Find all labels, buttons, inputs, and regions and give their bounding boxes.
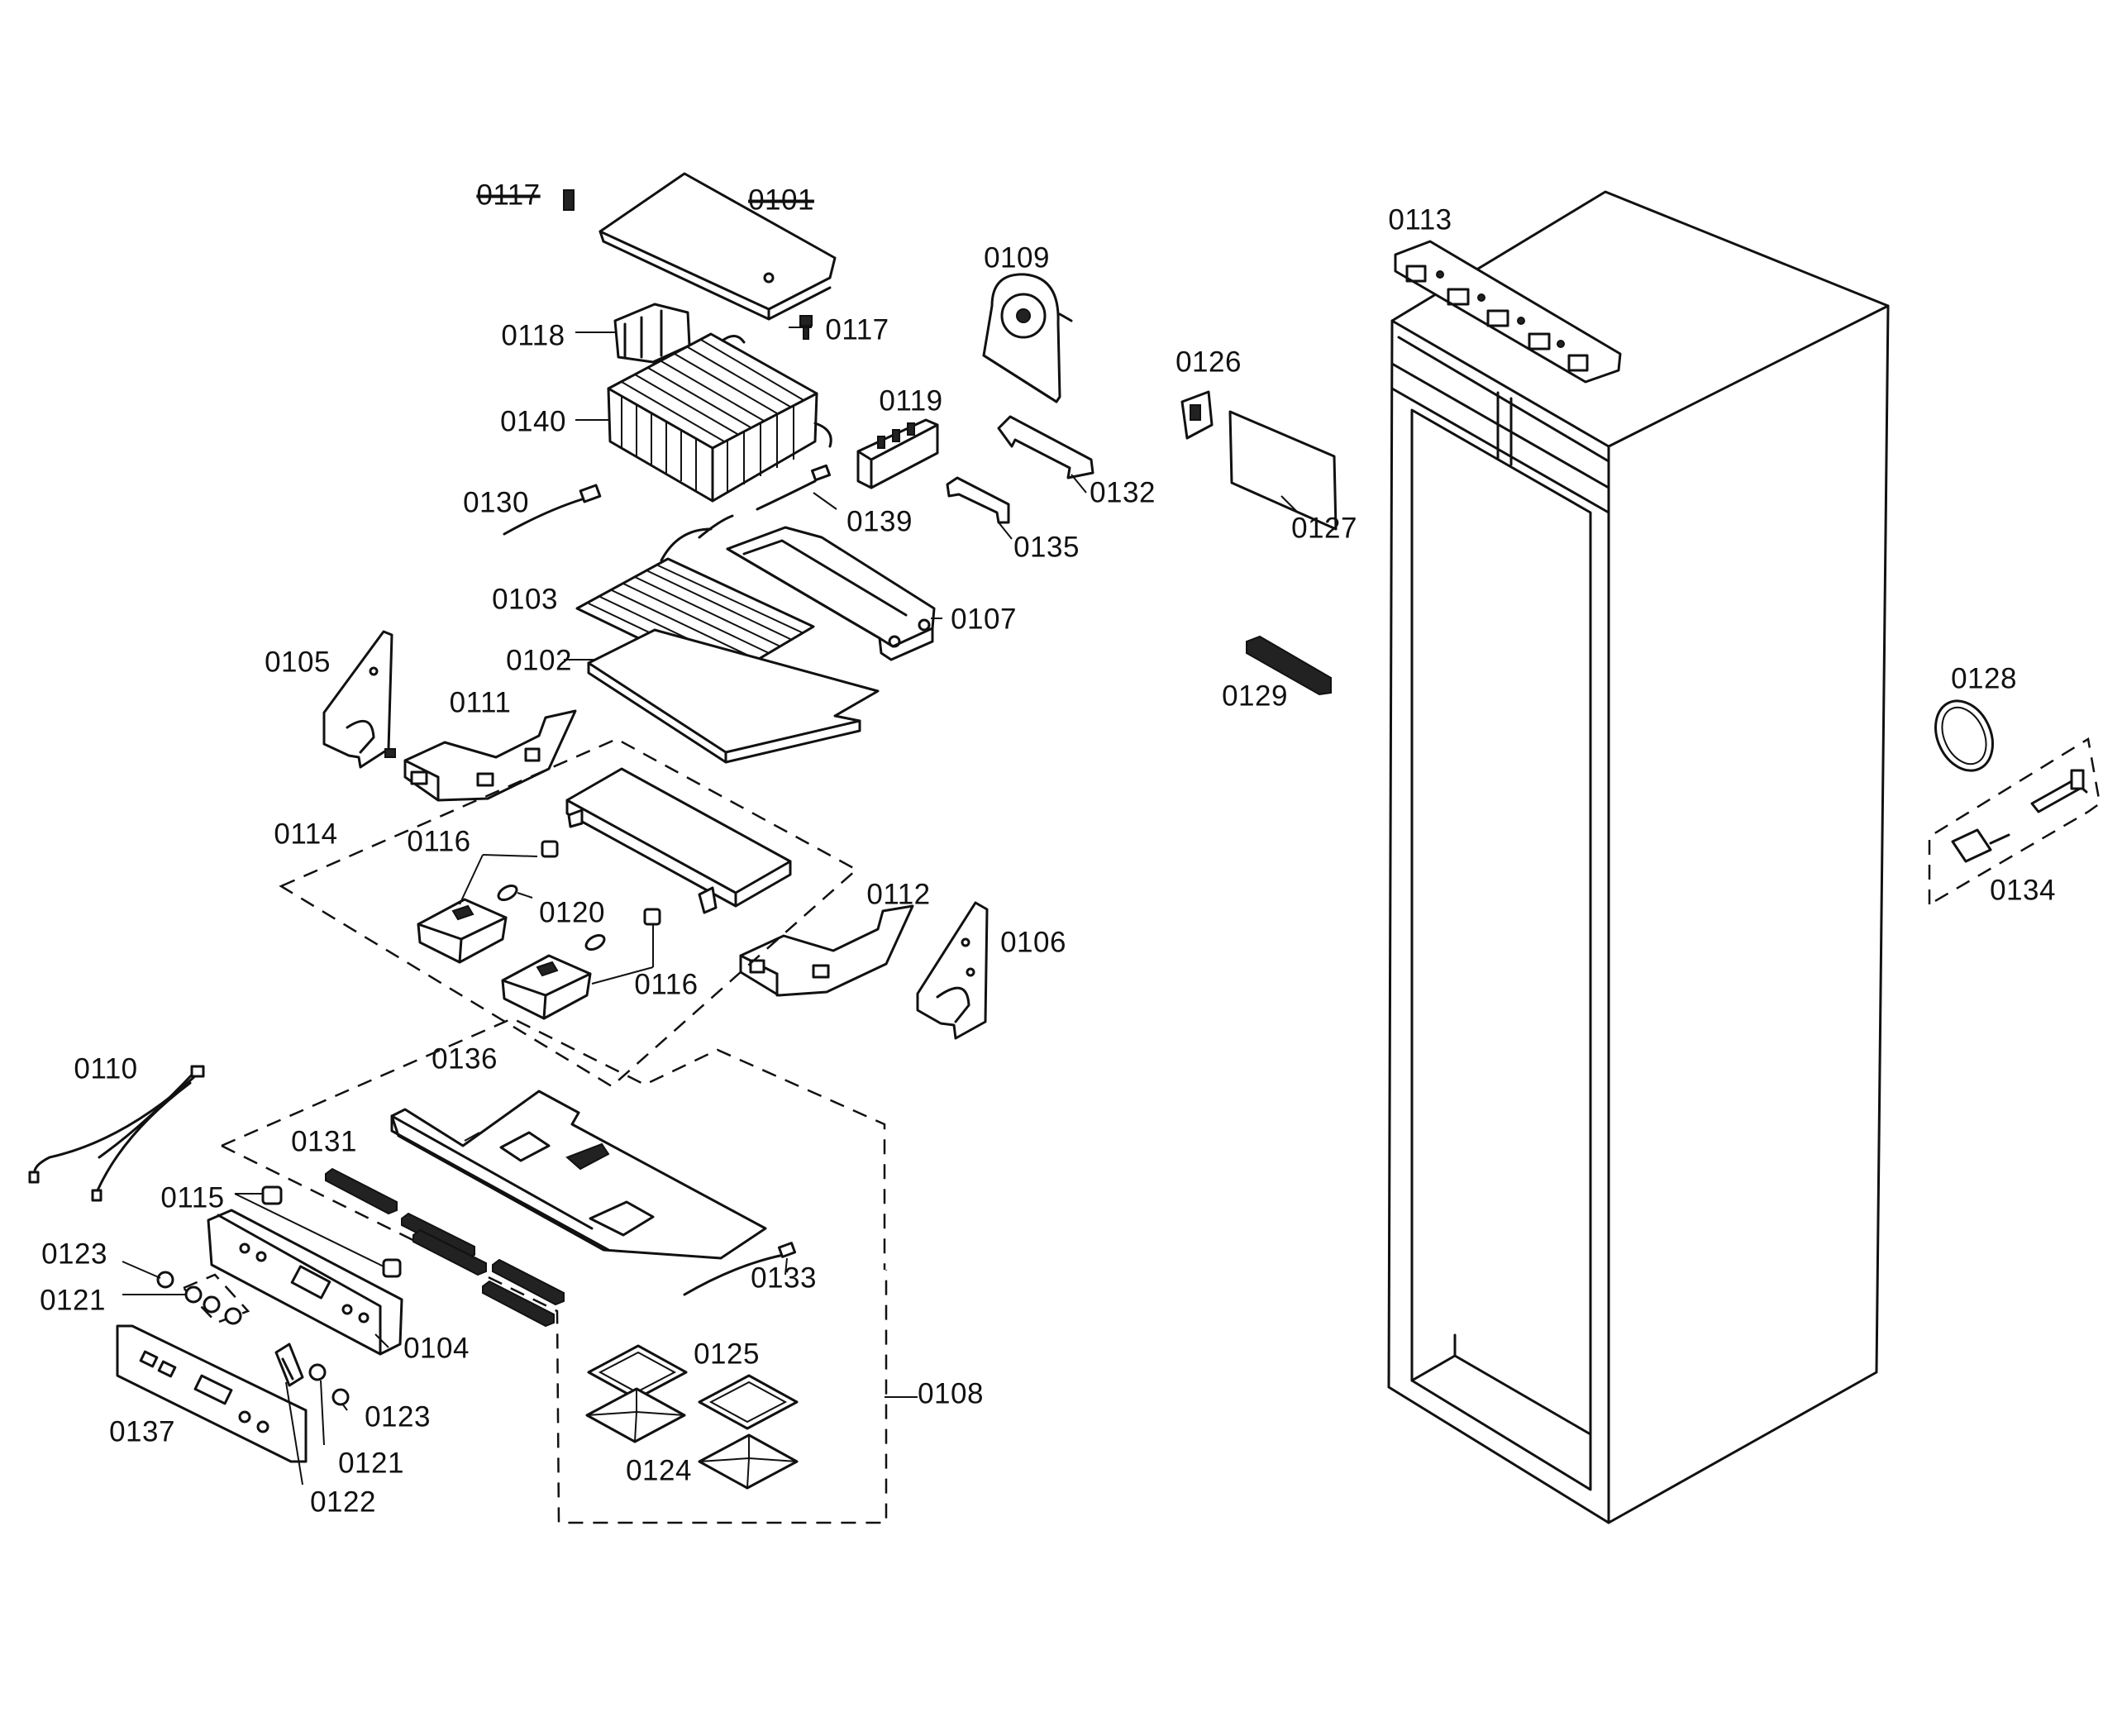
part-0117-screw-top <box>563 189 575 211</box>
part-0101-cover <box>598 172 837 321</box>
callout-0105: 0105 <box>265 646 331 679</box>
callout-0125: 0125 <box>694 1338 760 1371</box>
callout-0126: 0126 <box>1175 346 1242 379</box>
callout-0107: 0107 <box>951 603 1017 636</box>
part-0126-switch <box>1180 390 1214 440</box>
callout-0103: 0103 <box>492 583 558 616</box>
part-0125-filter <box>587 1344 799 1430</box>
part-0111-housing <box>403 709 577 802</box>
part-0132-handle <box>997 415 1094 479</box>
callout-0116-lower: 0116 <box>634 968 699 1001</box>
callout-0102: 0102 <box>506 644 572 677</box>
part-0136-tray <box>390 1090 767 1260</box>
part-0127-panel <box>1228 410 1338 531</box>
part-0108-outline <box>221 1017 886 1270</box>
callout-0131: 0131 <box>291 1125 357 1158</box>
callout-0136: 0136 <box>432 1042 498 1075</box>
callout-0110: 0110 <box>74 1052 138 1085</box>
callout-0106: 0106 <box>1000 926 1066 959</box>
part-0128-ring <box>1934 699 1994 772</box>
callout-0121-left: 0121 <box>40 1284 106 1317</box>
part-0114-bracket <box>565 767 792 914</box>
part-0118-bracket <box>613 303 691 364</box>
callout-0122: 0122 <box>310 1486 376 1519</box>
callout-0112: 0112 <box>866 878 931 911</box>
part-0112-housing <box>739 904 914 997</box>
part-0133-wire <box>683 1242 797 1296</box>
callout-0117-top: 0117 <box>476 179 541 212</box>
part-0131-strips <box>325 1167 565 1328</box>
part-0104-control-board <box>207 1209 403 1356</box>
part-0102-tray <box>587 628 880 764</box>
callout-0133: 0133 <box>751 1261 817 1295</box>
part-0124-filter <box>585 1387 799 1490</box>
callout-0132: 0132 <box>1090 476 1156 509</box>
callout-0117: 0117 <box>825 313 889 346</box>
part-0129-strip <box>1246 635 1332 696</box>
callout-0111: 0111 <box>449 686 512 719</box>
part-0113-bracket <box>1394 240 1622 384</box>
callout-0113: 0113 <box>1388 203 1452 236</box>
part-0137-fascia <box>116 1324 308 1463</box>
part-0115-knob <box>261 1185 402 1278</box>
part-0106-bracket <box>916 901 989 1040</box>
callout-0135: 0135 <box>1013 531 1080 564</box>
part-0107-duct <box>726 526 936 661</box>
part-0116-socket-lower <box>643 908 661 926</box>
callout-0104: 0104 <box>403 1332 470 1365</box>
callout-0130: 0130 <box>463 486 529 519</box>
part-0109-fan <box>982 273 1073 403</box>
callout-0140: 0140 <box>500 405 566 438</box>
callout-0114: 0114 <box>274 818 338 851</box>
callout-0124: 0124 <box>626 1454 692 1487</box>
part-0110-harness <box>28 1065 205 1202</box>
callout-0116-upper: 0116 <box>407 825 471 858</box>
refrigerator-cabinet <box>1387 190 1890 1524</box>
callout-0134: 0134 <box>1990 874 2056 907</box>
part-0117-screw <box>799 315 813 340</box>
part-0122-clip <box>274 1343 304 1387</box>
callout-0120: 0120 <box>539 896 605 929</box>
part-0139-sensor <box>756 464 832 511</box>
callout-0123-right: 0123 <box>365 1400 431 1433</box>
part-0134-light-assembly <box>1928 737 2101 907</box>
part-0123-button <box>156 1271 350 1406</box>
part-0114-outline <box>279 737 859 1088</box>
part-0116-socket <box>541 840 559 858</box>
part-0140-evaporator <box>607 332 832 503</box>
callout-0139: 0139 <box>846 505 913 538</box>
part-lamp-cover-lower <box>501 954 592 1020</box>
callout-0119: 0119 <box>879 384 943 417</box>
callout-0118: 0118 <box>501 319 565 352</box>
part-0119-block <box>856 418 939 489</box>
callout-0128: 0128 <box>1951 662 2017 695</box>
leader-lines <box>122 327 1299 1486</box>
callout-0115: 0115 <box>160 1181 225 1214</box>
callout-0109: 0109 <box>984 241 1050 274</box>
callout-0123-left: 0123 <box>41 1238 107 1271</box>
part-0105-bracket <box>322 630 396 769</box>
callout-0121-right: 0121 <box>338 1447 404 1480</box>
part-0135-handle <box>946 476 1010 524</box>
callout-0101: 0101 <box>748 184 814 217</box>
part-0130-sensor <box>503 484 602 536</box>
callout-0137: 0137 <box>109 1415 175 1448</box>
callout-0129: 0129 <box>1222 680 1288 713</box>
callout-0127: 0127 <box>1291 512 1357 545</box>
part-lamp-cover-upper <box>417 898 508 964</box>
callout-0108: 0108 <box>918 1377 984 1410</box>
part-0120-bulb <box>497 884 606 951</box>
